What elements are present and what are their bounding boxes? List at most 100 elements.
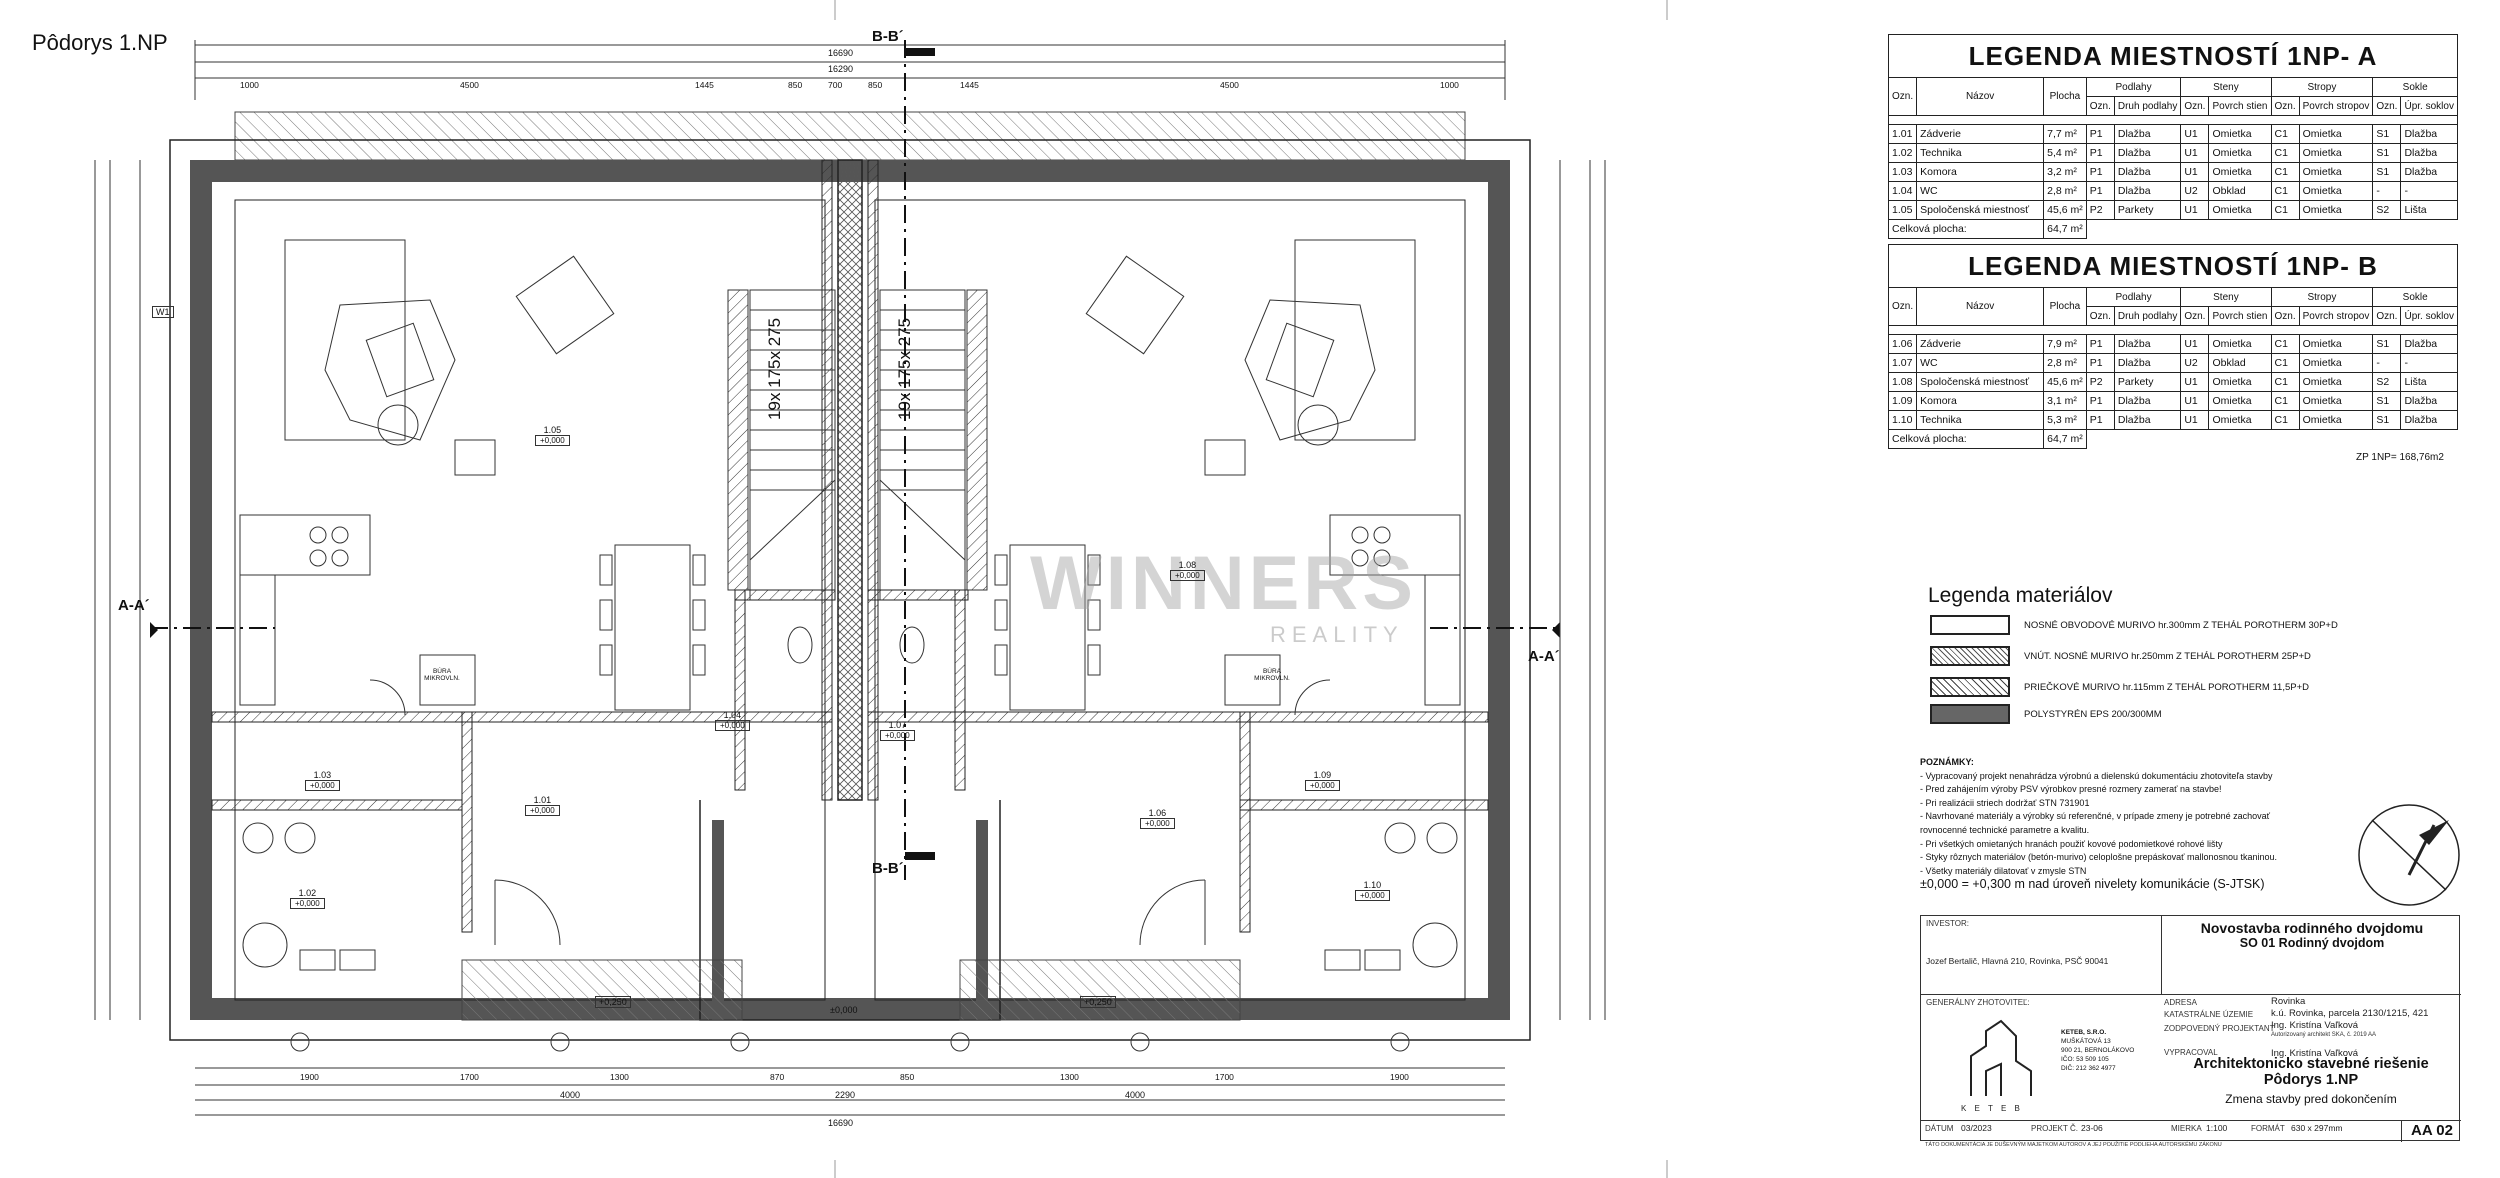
room-number: 1.08 — [1178, 560, 1197, 570]
legend-cell: P1 — [2085, 334, 2115, 354]
party-wall-right-layer — [867, 159, 879, 801]
note-item: - Pri realizácii striech dodržať STN 731… — [1920, 797, 2090, 808]
section-mark-bb-top: B-B´ — [872, 28, 904, 45]
notes-title: POZNÁMKY: — [1920, 757, 1974, 767]
legend-cell: 1.09 — [1887, 391, 1918, 411]
dim-bottom-b1: 4000 — [560, 1090, 581, 1100]
room-level: +0,000 — [535, 435, 570, 446]
drawing-title: Architektonicko stavebné riešenie — [2193, 1056, 2429, 1072]
legend-cell: C1 — [2270, 353, 2300, 373]
notes-list: - Vypracovaný projekt nenahrádza výrobnú… — [1920, 770, 2280, 879]
legend-cell: P1 — [2085, 391, 2115, 411]
legend-cell: Komora — [1916, 391, 2045, 411]
terrace-hatch-top — [234, 111, 1466, 161]
legend-cell: U1 — [2180, 410, 2210, 430]
legend-cell: - — [2372, 353, 2402, 373]
stair-left — [727, 289, 836, 601]
legend-cell: P1 — [2085, 162, 2115, 182]
legend-cell: U2 — [2180, 353, 2210, 373]
legend-cell: 45,6 m² — [2043, 372, 2087, 392]
legend-cell: C1 — [2270, 124, 2300, 144]
legend-cell: Dlažba — [2113, 391, 2182, 411]
room-number: 1.04 — [723, 710, 742, 720]
room-number: 1.09 — [1313, 770, 1332, 780]
stair-label-left: 19x 175x 275 — [765, 317, 784, 420]
adresa-value: Rovinka — [2271, 996, 2306, 1007]
legend-cell: S1 — [2372, 143, 2402, 163]
dim-bottom-b3: 4000 — [1125, 1090, 1146, 1100]
header-sokle: Sokle — [2372, 287, 2458, 307]
material-row: NOSNÉ OBVODOVÉ MURIVO hr.300mm Z TEHÁL P… — [1930, 614, 2338, 636]
title-block: INVESTOR: Jozef Bertalič, Hlavná 210, Ro… — [1920, 915, 2462, 1142]
note-item: rovnocenné technické parametre a kvalitu… — [1920, 824, 2090, 835]
legend-cell: P1 — [2085, 143, 2115, 163]
legend-cell: 3,1 m² — [2043, 391, 2087, 411]
total-label: Celková plocha: — [1887, 429, 2045, 449]
room-level: +0,000 — [290, 898, 325, 909]
wc-fixtures — [787, 626, 925, 664]
room-level: +0,000 — [880, 730, 915, 741]
legend-cell: 1.05 — [1887, 200, 1918, 220]
room-tag: 1.07+0,000 — [880, 720, 915, 741]
room-number: 1.01 — [533, 795, 552, 805]
dim-overall-top: 16690 — [828, 48, 854, 58]
legend-cell: S1 — [2372, 391, 2402, 411]
note-item: - Vypracovaný projekt nenahrádza výrobnú… — [1920, 770, 2273, 781]
legend-cell: Omietka — [2208, 162, 2272, 182]
header-podlahy: Podlahy — [2085, 287, 2182, 307]
header-druh: Druh podlahy — [2113, 306, 2182, 326]
drawing-subtitle: Pôdorys 1.NP — [2263, 1072, 2359, 1088]
header-sub-ozn: Ozn. — [2180, 306, 2210, 326]
header-sub-ozn: Ozn. — [2270, 96, 2300, 116]
legend-cell: U1 — [2180, 391, 2210, 411]
legend-cell: U1 — [2180, 200, 2210, 220]
living-right — [1085, 239, 1416, 476]
legend-cell: Omietka — [2298, 391, 2374, 411]
floor-plan — [94, 40, 1606, 1116]
room-tag: 1.06+0,000 — [1140, 808, 1175, 829]
header-sub-ozn: Ozn. — [2085, 96, 2115, 116]
legend-cell: Zádverie — [1916, 124, 2045, 144]
legend-cell: Dlažba — [2400, 143, 2458, 163]
company-line: DIČ: 212 362 4977 — [2061, 1065, 2116, 1072]
room-level: +0,000 — [525, 805, 560, 816]
level-front-right: +0,250 — [1080, 996, 1116, 1008]
legend-cell: Omietka — [2208, 200, 2272, 220]
projekt-value: 23-06 — [2081, 1123, 2103, 1133]
room-number: 1.03 — [313, 770, 332, 780]
legend-cell: C1 — [2270, 410, 2300, 430]
material-label: NOSNÉ OBVODOVÉ MURIVO hr.300mm Z TEHÁL P… — [2024, 619, 2338, 631]
room-level: +0,000 — [1140, 818, 1175, 829]
sheet-number: AA 02 — [2401, 1120, 2462, 1142]
doors — [369, 679, 1331, 946]
header-sub-ozn: Ozn. — [2085, 306, 2115, 326]
header-upr: Úpr. soklov — [2400, 96, 2458, 116]
legend-cell: 1.04 — [1887, 181, 1918, 201]
watermark-text: WINNERS — [1030, 541, 1417, 626]
legend-a-title: LEGENDA MIESTNOSTÍ 1NP- A — [1888, 34, 2458, 78]
room-number: 1.07 — [888, 720, 907, 730]
legend-cell: Omietka — [2208, 410, 2272, 430]
legend-cell: 2,8 m² — [2043, 353, 2087, 373]
header-povrch-strop: Povrch stropov — [2298, 96, 2374, 116]
section-mark-aa-left: A-A´ — [118, 597, 150, 614]
project-box: Novostavba rodinného dvojdomu SO 01 Rodi… — [2161, 916, 2462, 994]
katastralne-value: k.ú. Rovinka, parcela 2130/1215, 421 — [2271, 1008, 2429, 1019]
technika-right — [1324, 822, 1458, 971]
projektant-value: Ing. Kristína Vaľková — [2271, 1020, 2359, 1031]
room-tag: 1.01+0,000 — [525, 795, 560, 816]
window-tag-w1: W1 — [152, 306, 174, 318]
legend-cell: Omietka — [2208, 143, 2272, 163]
room-level: +0,000 — [1305, 780, 1340, 791]
legend-cell: Dlažba — [2113, 124, 2182, 144]
note-item: - Pri všetkých omietaných hranách použiť… — [1920, 838, 2223, 849]
legend-cell: Parkety — [2113, 200, 2182, 220]
dimension-value: 850 — [868, 80, 883, 90]
room-legend-a: LEGENDA MIESTNOSTÍ 1NP- A Ozn. Názov Plo… — [1887, 34, 2458, 239]
